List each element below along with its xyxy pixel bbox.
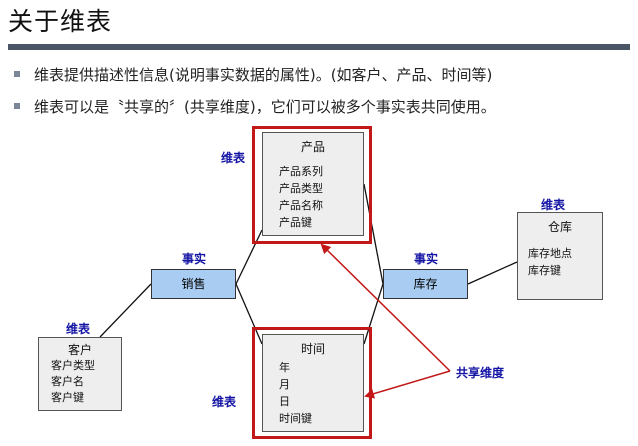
arrow-shared-product [320,243,451,372]
slide-title: 关于维表 [8,7,113,36]
product-field: 产品类型 [279,182,323,195]
customer-dimension-box: 客户 客户类型 客户名 客户键 [38,337,122,411]
label-shared-dimension: 共享维度 [456,366,505,380]
warehouse-field: 库存键 [528,264,561,277]
product-dimension-box: 产品 产品系列 产品类型 产品名称 产品键 [262,132,364,236]
line-inventory-product [363,183,384,285]
label-fact-inventory: 事实 [414,252,439,266]
time-field: 年 [279,361,290,374]
customer-field: 客户类型 [51,359,95,372]
line-inventory-warehouse [467,261,518,285]
line-customer-sales [99,283,152,338]
time-dimension-box: 时间 年 月 日 时间键 [262,334,364,432]
warehouse-field: 库存地点 [528,247,572,260]
warehouse-title: 仓库 [547,220,572,234]
customer-title: 客户 [67,343,92,357]
sales-fact-box: 销售 [151,269,236,299]
line-sales-product [235,229,263,285]
customer-field: 客户键 [51,391,84,404]
label-dim-warehouse: 维表 [541,198,566,212]
inventory-fact-box: 库存 [383,269,468,299]
arrow-shared-time [364,370,451,399]
line-inventory-time [363,283,384,345]
bullet-2: 维表可以是〝共享的〞(共享维度)，它们可以被多个事实表共同使用。 [14,96,496,117]
time-highlight-frame [252,327,372,439]
label-dim-product: 维表 [221,151,246,165]
bullet-1-text: 维表提供描述性信息(说明事实数据的属性)。(如客户、产品、时间等) [34,66,493,84]
product-field: 产品名称 [279,199,323,212]
bullet-square-icon [14,70,20,77]
customer-field: 客户名 [51,375,84,388]
label-dim-time: 维表 [212,395,237,409]
bullet-1: 维表提供描述性信息(说明事实数据的属性)。(如客户、产品、时间等) [14,64,492,85]
time-field: 月 [279,378,290,391]
time-field: 时间键 [279,412,312,425]
label-fact-sales: 事实 [182,252,207,266]
title-divider [8,44,630,50]
bullet-2-text: 维表可以是〝共享的〞(共享维度)，它们可以被多个事实表共同使用。 [34,98,496,116]
time-title: 时间 [300,342,325,356]
bullet-square-icon [14,102,20,109]
product-field: 产品键 [279,216,312,229]
product-highlight-frame [252,126,372,244]
product-field: 产品系列 [279,165,323,178]
label-dim-customer: 维表 [66,322,91,336]
time-field: 日 [279,395,290,408]
product-title: 产品 [300,140,325,154]
warehouse-dimension-box: 仓库 库存地点 库存键 [517,212,603,300]
line-sales-time [235,283,263,345]
